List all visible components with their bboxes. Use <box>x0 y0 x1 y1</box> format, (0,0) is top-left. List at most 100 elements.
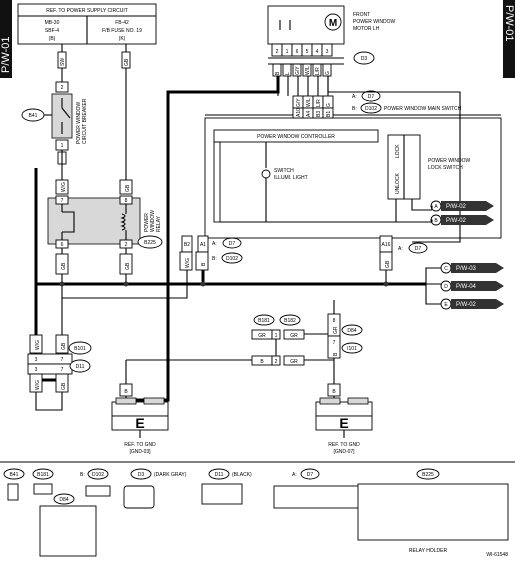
conn-d102: D102 <box>92 472 104 478</box>
motor-pin <box>321 43 333 57</box>
svg-text:6: 6 <box>61 242 64 248</box>
svg-text:7: 7 <box>61 367 64 373</box>
svg-text:GB: GB <box>61 262 67 270</box>
svg-text:A:: A: <box>398 246 403 252</box>
svg-text:D84: D84 <box>347 328 356 334</box>
svg-text:D7: D7 <box>368 94 375 100</box>
svg-text:7: 7 <box>333 340 336 346</box>
svg-text:D7: D7 <box>229 241 236 247</box>
reference-text: P/W-04 <box>456 284 477 290</box>
supply-right-1: FB-42 <box>115 20 129 26</box>
svg-text:A:: A: <box>292 472 297 478</box>
relay-label-2: WINDOW <box>150 210 156 232</box>
svg-text:GB: GB <box>125 184 131 192</box>
controller-box <box>213 129 379 143</box>
svg-text:W/G: W/G <box>185 258 191 268</box>
motor-wire-label: G <box>325 71 331 75</box>
reference-letter: B <box>434 218 438 224</box>
svg-text:W/G: W/G <box>35 380 41 390</box>
svg-text:B: B <box>332 389 336 395</box>
motor-pin-number: 5 <box>306 49 309 55</box>
breaker-label-2: CIRCUIT BREAKER <box>82 98 88 144</box>
svg-text:A:: A: <box>352 94 357 100</box>
svg-text:LOCK: LOCK <box>395 144 401 158</box>
svg-text:B2: B2 <box>184 242 190 248</box>
conn-d7: D7 <box>307 472 314 478</box>
svg-text:8: 8 <box>333 318 336 324</box>
svg-text:B182: B182 <box>284 318 296 324</box>
reference-letter: E <box>444 302 448 308</box>
reference-text: P/W-03 <box>456 266 477 272</box>
motor-pin-number: 4 <box>316 49 319 55</box>
motor-label-3: MOTOR LH <box>353 26 380 32</box>
connector-views: B41 B181 B: D102 D3 (DARK GRAY) D11 (BLA… <box>3 468 509 557</box>
svg-text:B: B <box>333 352 339 356</box>
conn-d3: D3 <box>138 472 145 478</box>
svg-text:GB: GB <box>61 382 67 390</box>
svg-text:2: 2 <box>125 242 128 248</box>
controller-label: POWER WINDOW CONTROLLER <box>257 134 335 140</box>
relay-label-3: RELAY <box>156 215 162 232</box>
supply-left-3: (B) <box>49 36 56 42</box>
svg-text:GR: GR <box>290 359 298 365</box>
left-page-tab: P/W-01 <box>0 0 12 78</box>
svg-text:(DARK GRAY): (DARK GRAY) <box>154 472 187 478</box>
switch-bottom-pins: B2 A1 W/G B A: D7 B: D102 A16 GB A: D7 <box>179 235 428 271</box>
supply-right-3: (K) <box>119 36 126 42</box>
svg-text:8: 8 <box>125 198 128 204</box>
svg-text:(BLACK): (BLACK) <box>232 472 252 478</box>
svg-text:GB: GB <box>385 260 391 268</box>
svg-text:[GND-03]: [GND-03] <box>129 449 151 455</box>
conn-b41: B41 <box>10 472 19 478</box>
power-supply-box: REF. TO POWER SUPPLY CIRCUIT MB-30 SBF-4… <box>17 3 157 45</box>
svg-text:A:: A: <box>212 241 217 247</box>
svg-text:D11: D11 <box>76 364 85 370</box>
lock-switch-label-1: POWER WINDOW <box>428 158 470 164</box>
switch-top-wire-label: G <box>326 103 332 107</box>
joint-connectors: GB W/G 3 7 3 7 W/G GB B101 D11 B181 B182… <box>27 298 363 411</box>
svg-text:B101: B101 <box>74 346 86 352</box>
svg-text:1: 1 <box>61 143 64 149</box>
reference-text: P/W-02 <box>456 302 477 308</box>
svg-text:[GND-07]: [GND-07] <box>333 449 355 455</box>
svg-text:A16: A16 <box>382 242 391 248</box>
conn-d11: D11 <box>215 472 224 478</box>
relay-label-1: POWER <box>144 213 150 232</box>
reference-text: P/W-02 <box>446 204 467 210</box>
svg-text:B: B <box>260 359 264 365</box>
svg-text:3: 3 <box>35 357 38 363</box>
svg-text:2: 2 <box>275 359 278 365</box>
svg-text:B41: B41 <box>29 113 38 119</box>
motor-pin-number: 1 <box>286 49 289 55</box>
motor-label-1: FRONT <box>353 12 370 18</box>
switch-top-pin-label: A10 <box>296 108 302 117</box>
switch-top-wire-label: L/R <box>316 99 322 107</box>
svg-text:GB: GB <box>61 342 67 350</box>
svg-text:B: B <box>201 262 207 266</box>
motor-wire-label: L <box>285 72 291 75</box>
svg-text:B:: B: <box>212 256 217 262</box>
relay-holder-label: RELAY HOLDER <box>409 548 448 554</box>
svg-text:A1: A1 <box>200 242 206 248</box>
svg-text:GR: GR <box>333 326 339 334</box>
svg-text:W/G: W/G <box>61 182 67 192</box>
svg-text:B: B <box>124 389 128 395</box>
motor-pin-number: 2 <box>276 49 279 55</box>
front-window-motor: M FRONT POWER WINDOW MOTOR LH 2B1L6G/Y5W… <box>267 5 395 77</box>
ground-gnd-07: B E REF. TO GND [GND-07] <box>315 383 373 455</box>
motor-wire-label: B <box>275 71 281 75</box>
supply-right-2: F/B FUSE NO. 19 <box>102 28 142 34</box>
switch-top-wire-label: W/L <box>306 98 312 107</box>
svg-text:I101: I101 <box>347 346 357 352</box>
motor-wire-label: W/L <box>305 66 311 75</box>
reference-e[interactable]: E P/W-02 <box>440 298 504 310</box>
right-page-tab: P/W-01 <box>503 0 515 78</box>
motor-pin-number: 3 <box>326 49 329 55</box>
switch-top-pin-label: B3 <box>316 111 322 117</box>
illum-label-2: ILLUMI. LIGHT <box>274 175 308 181</box>
